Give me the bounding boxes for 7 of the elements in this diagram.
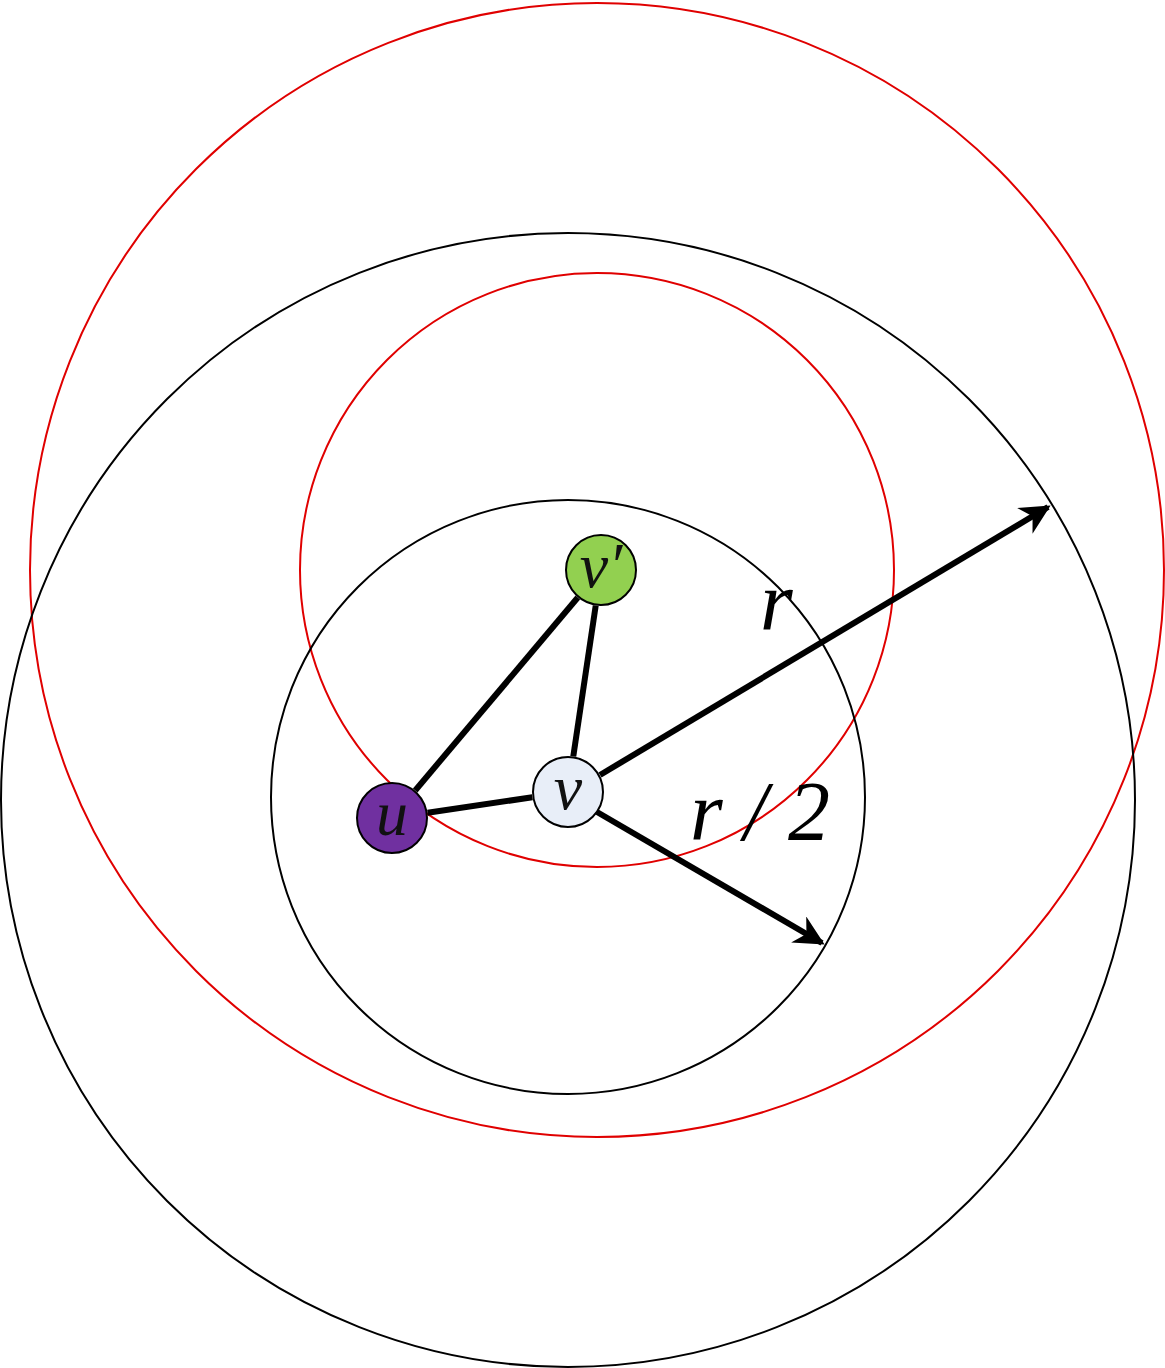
radius-label: r (760, 560, 793, 644)
connector-line (570, 605, 599, 757)
connector-line (427, 794, 533, 816)
vertex-label: v (553, 756, 583, 820)
vertex-label: v′ (579, 534, 623, 598)
vertex-label: u (376, 782, 408, 846)
connector-line (412, 595, 581, 793)
